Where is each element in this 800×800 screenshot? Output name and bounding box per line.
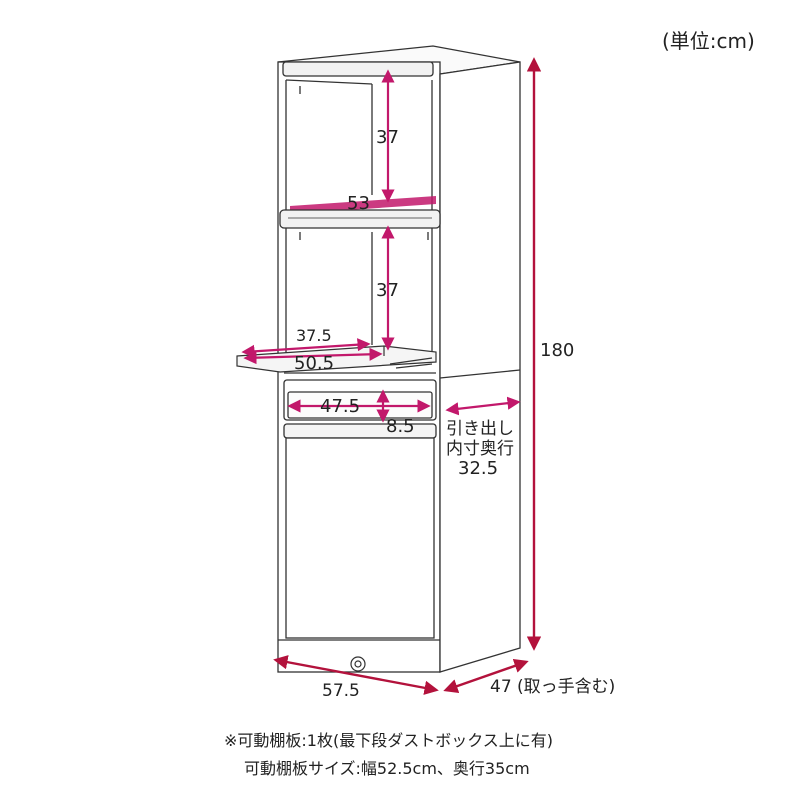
arrow-total-width bbox=[273, 655, 439, 695]
slide-shelf-width-label: 50.5 bbox=[294, 353, 334, 374]
middle-shelf-height-label: 37 bbox=[376, 280, 399, 301]
unit-label: (単位:cm) bbox=[662, 29, 755, 53]
movable-shelf bbox=[279, 196, 441, 229]
total-height-label: 180 bbox=[540, 340, 574, 361]
total-depth-label: 47 (取っ手含む) bbox=[490, 677, 615, 697]
arrow-drawer-depth bbox=[445, 396, 521, 416]
overall-arrows bbox=[273, 57, 542, 695]
drawer-depth-value: 32.5 bbox=[458, 458, 498, 479]
arrow-slide-shelf-width bbox=[243, 347, 383, 365]
slide-shelf-depth-label: 37.5 bbox=[296, 326, 332, 345]
drawer-depth-label-line2: 内寸奥行 bbox=[446, 439, 514, 459]
upper-shelf-height-label: 37 bbox=[376, 127, 399, 148]
total-width-label: 57.5 bbox=[322, 681, 360, 701]
caster-icon bbox=[350, 656, 366, 672]
shelf-width-label: 53 bbox=[347, 193, 370, 214]
drawer-height-label: 8.5 bbox=[386, 416, 415, 437]
note-line-2: 可動棚板サイズ:幅52.5cm、奥行35cm bbox=[244, 759, 530, 778]
dimension-arrows bbox=[241, 69, 521, 423]
dust-box-door bbox=[278, 423, 440, 641]
arrow-total-depth bbox=[443, 659, 529, 693]
drawer-width-label: 47.5 bbox=[320, 396, 360, 417]
note-line-1: ※可動棚板:1枚(最下段ダストボックス上に有) bbox=[224, 731, 553, 750]
drawer-depth-label-line1: 引き出し bbox=[446, 419, 514, 439]
